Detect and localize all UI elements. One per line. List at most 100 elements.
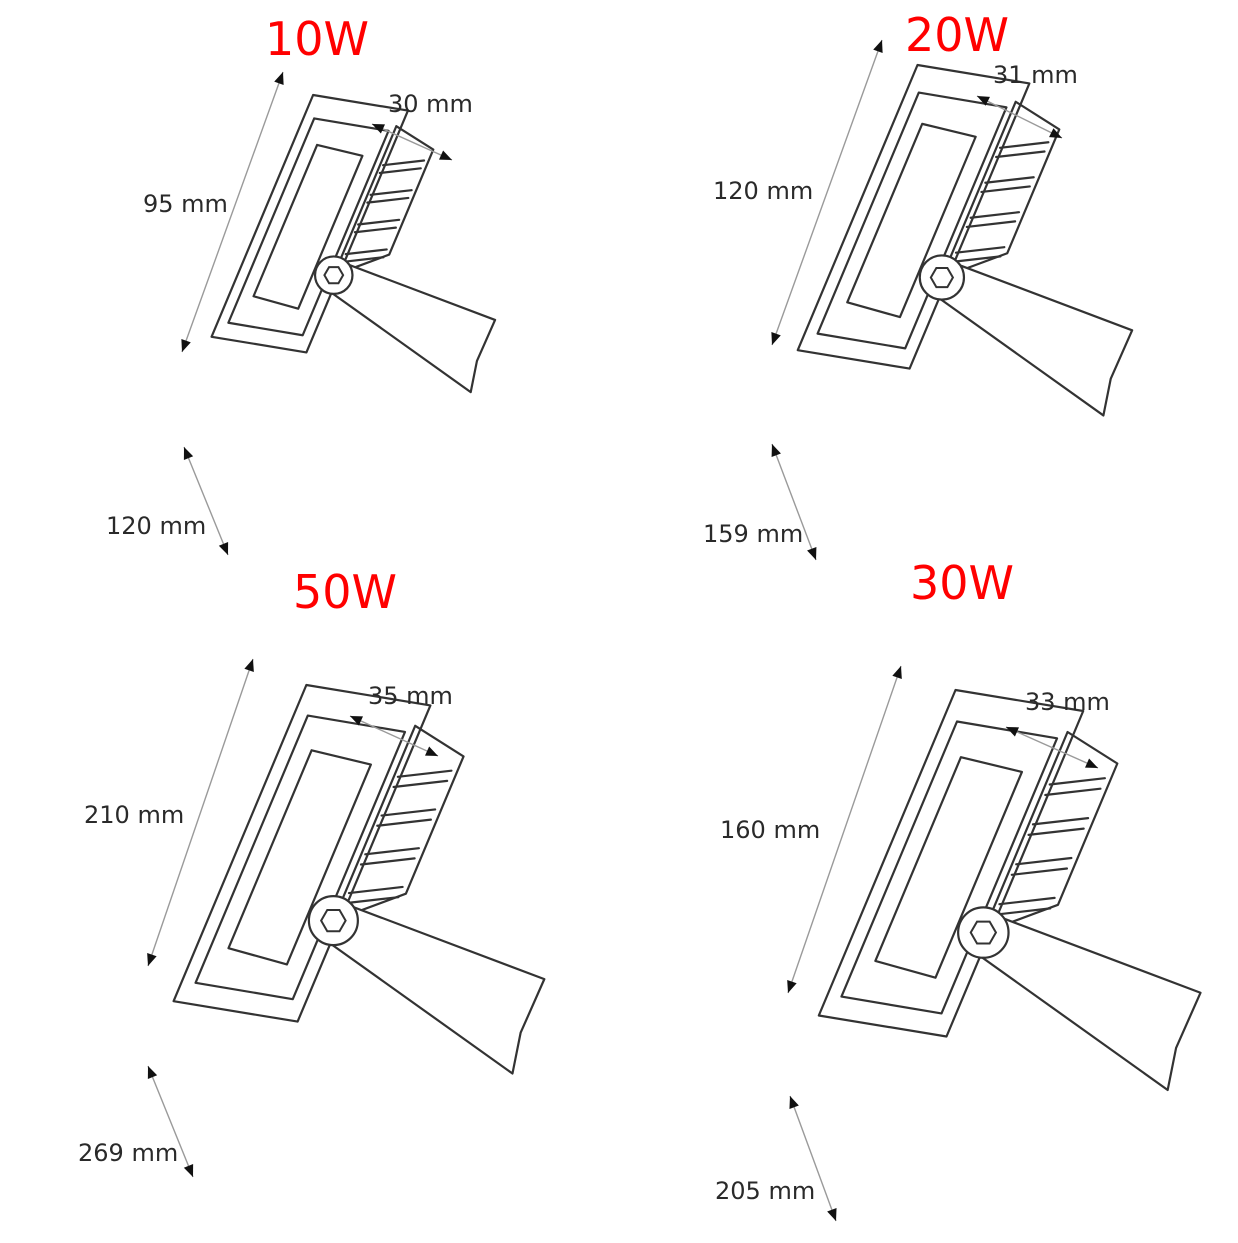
front-frame-inner [227, 117, 390, 337]
front-glass [874, 756, 1024, 979]
heatsink-fin [359, 857, 416, 866]
housing-body [332, 724, 465, 922]
heatsink-fin [364, 847, 420, 856]
heatsink-fin [380, 808, 437, 817]
dimension-arrowhead [183, 1164, 194, 1177]
front-frame-outer [796, 63, 1031, 370]
floodlight-drawing-3 [147, 658, 546, 1178]
depth-dimension-label: 30 mm [388, 90, 473, 118]
dimension-arrowhead [1006, 727, 1019, 737]
dimension-arrowhead [771, 444, 781, 457]
dimension-line [787, 665, 902, 994]
heatsink-fin [343, 896, 400, 905]
heatsink-fin [347, 885, 404, 895]
dimension-arrowhead [425, 746, 438, 756]
height-dimension-label: 95 mm [143, 190, 228, 218]
heatsink-fin [1010, 867, 1069, 876]
heatsink-fin [1031, 816, 1090, 826]
heatsink-fin [344, 248, 388, 256]
dimension-arrowhead [350, 716, 363, 726]
heatsink-fin [993, 907, 1052, 916]
heatsink-fin [969, 211, 1021, 219]
hex-bolt [323, 266, 345, 285]
dimension-arrowhead [244, 659, 254, 672]
front-frame-outer [210, 93, 410, 354]
front-frame-inner [816, 91, 1008, 350]
dimension-arrowhead [892, 666, 902, 679]
dimension-line [371, 123, 453, 161]
heatsink-fin [965, 220, 1017, 229]
wattage-label: 50W [293, 565, 398, 619]
front-frame-outer [817, 688, 1085, 1038]
wattage-label: 20W [905, 8, 1010, 62]
heatsink-fin [381, 159, 426, 167]
dimension-line [349, 715, 439, 757]
width-dimension-label: 269 mm [78, 1139, 179, 1167]
heatsink-fin [396, 769, 453, 778]
dimension-arrowhead [218, 542, 229, 555]
heatsink-fin [357, 218, 401, 226]
dimension-arrowhead [1085, 758, 1098, 768]
heatsink-fin [995, 150, 1046, 159]
dimension-arrowhead [787, 980, 797, 993]
height-dimension-label: 210 mm [84, 801, 185, 829]
dimension-arrowhead [873, 40, 883, 53]
front-glass [252, 143, 364, 310]
heatsink-fin [1027, 827, 1085, 837]
dimension-line [181, 71, 284, 353]
dimension-line [789, 1095, 837, 1222]
heatsink-fin [1015, 856, 1073, 866]
heatsink-fin [1044, 787, 1102, 797]
dimension-arrowhead [274, 72, 284, 85]
wattage-label: 10W [265, 12, 370, 66]
front-glass [846, 122, 977, 319]
heatsink-fin [984, 176, 1035, 184]
heatsink-fin [366, 196, 410, 204]
heatsink-fin [341, 256, 385, 264]
heatsink-fin [369, 189, 413, 196]
dimension-line [1005, 726, 1099, 769]
dimension-arrowhead [789, 1096, 799, 1109]
floodlight-drawing-4 [787, 665, 1202, 1222]
heatsink-fin [376, 818, 432, 827]
heatsink-fin [980, 185, 1031, 194]
dimension-arrowhead [372, 124, 385, 134]
heatsink-fin [998, 141, 1050, 149]
dimension-arrowhead [183, 447, 194, 460]
housing-body [982, 730, 1119, 934]
heatsink-fin [378, 167, 422, 175]
heatsink-fin [954, 246, 1006, 254]
heatsink-fin [1048, 777, 1106, 786]
floodlight-drawing-1 [181, 71, 497, 556]
dimension-arrowhead [439, 150, 452, 160]
dimension-line [183, 446, 229, 556]
dimension-line [771, 443, 817, 561]
dimension-arrowhead [1049, 128, 1062, 138]
heatsink-fin [392, 779, 449, 789]
heatsink-fin [353, 226, 397, 234]
front-glass [227, 749, 372, 966]
dimension-arrowhead [181, 339, 191, 352]
dimension-arrowhead [807, 547, 817, 560]
height-dimension-label: 120 mm [713, 177, 814, 205]
dimension-line [771, 39, 883, 346]
dimension-line [147, 658, 254, 967]
dimension-arrowhead [147, 953, 157, 966]
dimension-arrowhead [827, 1208, 837, 1221]
width-dimension-label: 205 mm [715, 1177, 816, 1205]
depth-dimension-label: 33 mm [1025, 688, 1110, 716]
width-dimension-label: 159 mm [703, 520, 804, 548]
width-dimension-label: 120 mm [106, 512, 207, 540]
dimension-arrowhead [977, 96, 990, 106]
hex-bolt [969, 920, 998, 945]
housing-body [940, 100, 1061, 279]
dimension-line [147, 1065, 194, 1178]
housing-body [332, 125, 435, 277]
dimension-arrowhead [147, 1066, 158, 1079]
front-frame-outer [172, 683, 432, 1023]
depth-dimension-label: 31 mm [993, 61, 1078, 89]
depth-dimension-label: 35 mm [368, 682, 453, 710]
wattage-label: 30W [910, 556, 1015, 610]
